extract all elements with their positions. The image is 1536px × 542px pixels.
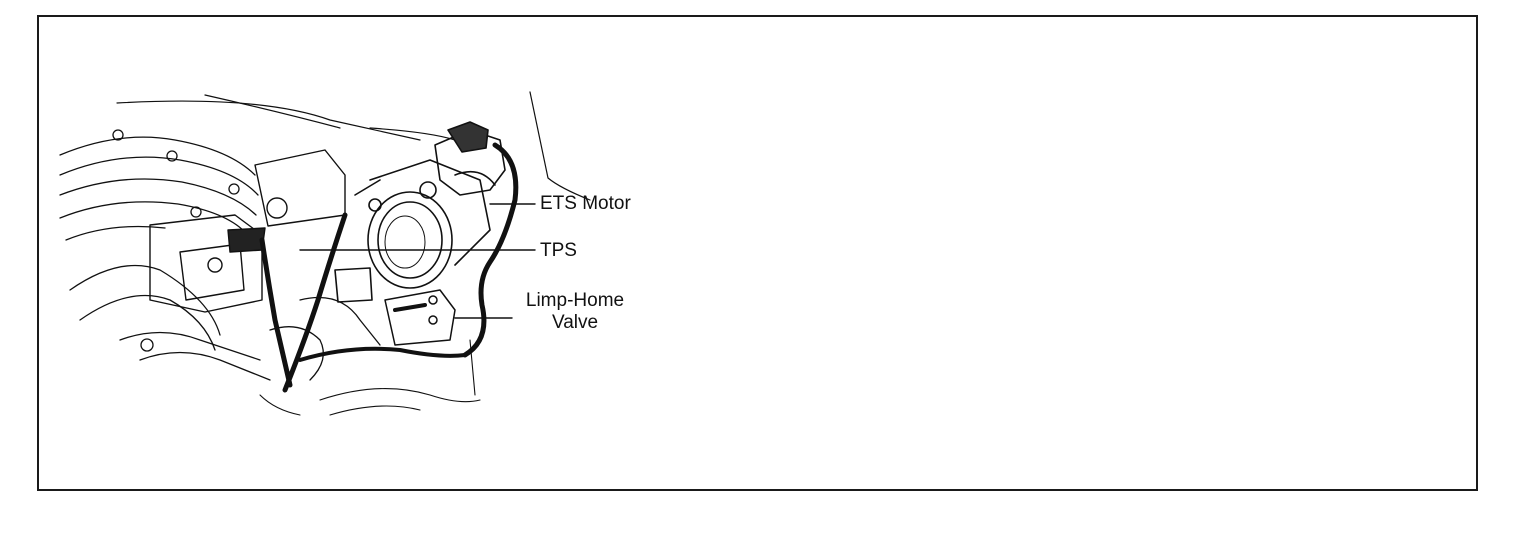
- limp-home-valve: [384, 289, 456, 346]
- intake-manifold: [59, 129, 259, 241]
- limp-home-valve-label-line2: Valve: [551, 312, 599, 333]
- throttle-body: [334, 159, 491, 303]
- lower-structure: [259, 339, 481, 416]
- ets-motor: [434, 121, 506, 196]
- plenum-bracket: [149, 149, 346, 313]
- limp-home-valve-label: Limp-Home Valve: [510, 290, 640, 334]
- wiring-harness: [259, 142, 519, 393]
- leader-lines: [299, 203, 536, 319]
- lower-hoses: [69, 264, 381, 381]
- limp-home-valve-label-line1: Limp-Home: [525, 290, 625, 311]
- figure-frame: [37, 15, 1478, 491]
- ets-motor-label: ETS Motor: [540, 193, 631, 214]
- tps-label: TPS: [540, 240, 577, 261]
